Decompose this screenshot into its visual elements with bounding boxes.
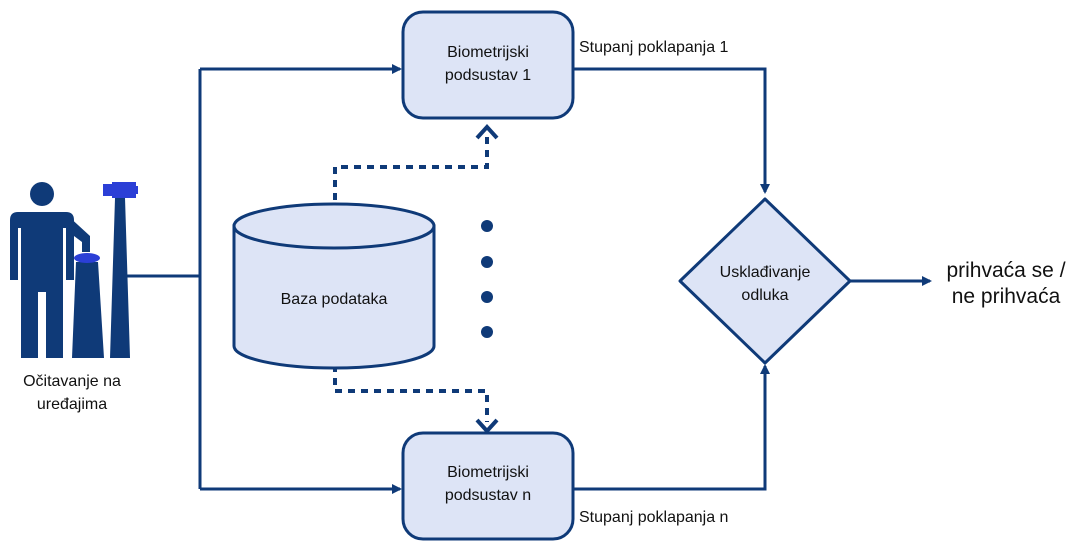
db-to-subsystem-n-dashed bbox=[333, 365, 489, 422]
user-caption-line-2: uređajima bbox=[37, 396, 107, 413]
camera-on-stand-icon bbox=[103, 182, 138, 358]
connectors bbox=[122, 64, 932, 494]
db-arrowhead-down bbox=[475, 418, 499, 434]
database-icon bbox=[232, 202, 436, 370]
database-links bbox=[333, 134, 489, 422]
db-arrowhead-up bbox=[475, 124, 499, 140]
output-label-line-2: ne prihvaća bbox=[952, 285, 1061, 308]
db-to-subsystem-1-dashed bbox=[333, 134, 489, 200]
score-label-n: Stupanj poklapanja n bbox=[579, 509, 728, 526]
arrow-subsystem-1-to-decision bbox=[573, 67, 770, 194]
score-label-1: Stupanj poklapanja 1 bbox=[579, 39, 729, 56]
ellipsis-dot bbox=[481, 220, 493, 232]
reader-device-icon bbox=[72, 253, 104, 358]
ellipsis-dot bbox=[481, 256, 493, 268]
ellipsis-dot bbox=[481, 326, 493, 338]
decision-diamond bbox=[678, 197, 852, 365]
user-caption-line-1: Očitavanje na bbox=[23, 373, 121, 390]
ellipsis-dot bbox=[481, 291, 493, 303]
decision-label-line-1: Usklađivanje bbox=[720, 264, 811, 281]
arrow-subsystem-n-to-decision bbox=[573, 364, 770, 491]
subsystem-1-box bbox=[401, 10, 575, 120]
person-icon bbox=[10, 182, 90, 358]
subsystem-n-label-line-1: Biometrijski bbox=[447, 464, 529, 481]
subsystem-n-box bbox=[401, 431, 575, 541]
output-label-line-1: prihvaća se / bbox=[946, 259, 1065, 282]
database-label: Baza podataka bbox=[281, 291, 388, 308]
subsystem-1-label-line-1: Biometrijski bbox=[447, 44, 529, 61]
decision-label-line-2: odluka bbox=[741, 287, 788, 304]
subsystem-n-label-line-2: podsustav n bbox=[445, 487, 531, 504]
subsystem-1-label-line-2: podsustav 1 bbox=[445, 67, 531, 84]
ellipsis-dots bbox=[481, 220, 493, 338]
